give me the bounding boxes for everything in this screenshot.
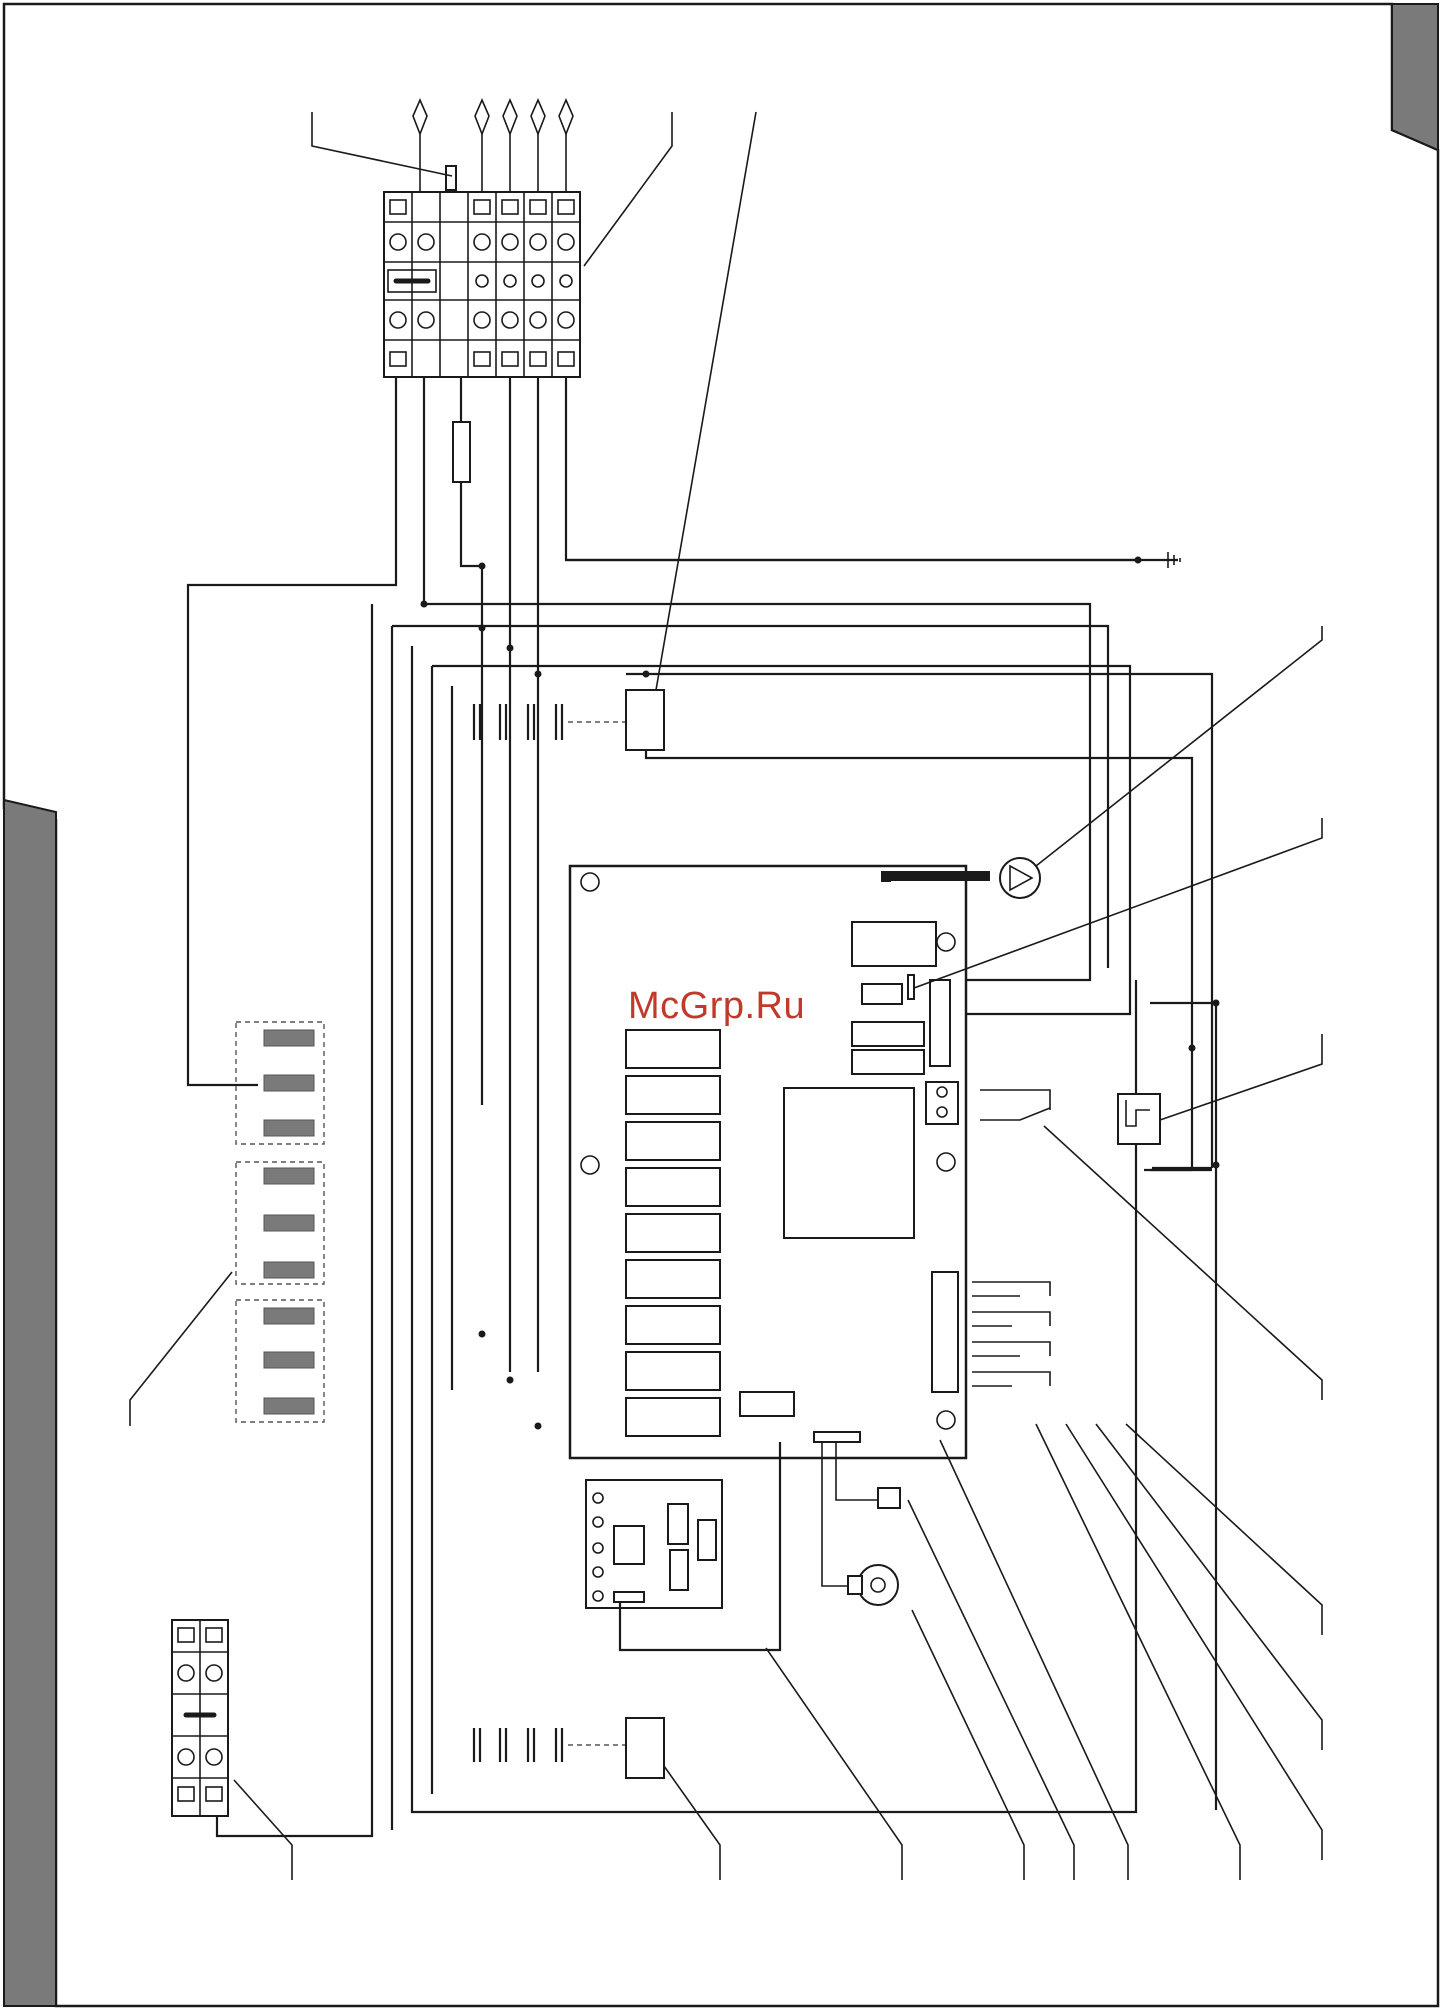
heater-groups: [235, 1021, 325, 1423]
board-relays: [625, 1029, 721, 1437]
lower-terminal-block: [171, 1619, 229, 1817]
pressure-switch: [1117, 1093, 1161, 1145]
left-tab: [3, 798, 57, 2007]
contactor-bottom: [472, 1717, 665, 1779]
junction-dots: [420, 556, 1220, 1430]
leader-lines: [129, 111, 1323, 1880]
sensors: [821, 1442, 901, 1606]
fuse: [452, 421, 471, 483]
thermostat-contacts: [972, 1089, 1051, 1387]
display-unit: [585, 1442, 782, 1652]
watermark: McGrp.Ru: [628, 985, 806, 1027]
ground-symbol: [1167, 552, 1181, 568]
supply-arrows: [412, 98, 574, 192]
right-tab: [1391, 3, 1439, 152]
contactor-top: [472, 689, 665, 751]
top-terminal-block: [383, 165, 581, 378]
